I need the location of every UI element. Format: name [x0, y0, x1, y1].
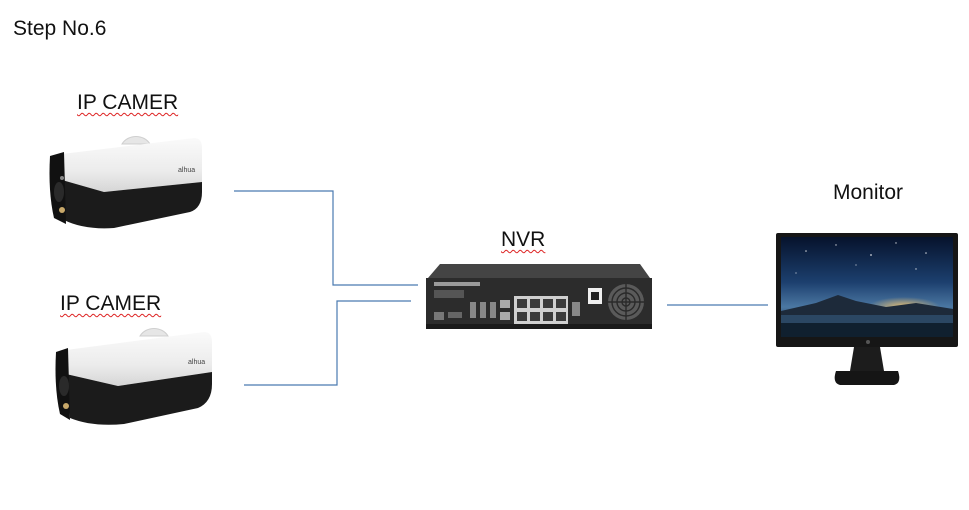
step-title: Step No.6	[13, 17, 107, 40]
ip-camera-top-image: alhua	[49, 136, 202, 229]
camera-bottom-brand: alhua	[188, 359, 205, 366]
camera-top-brand: alhua	[178, 167, 195, 174]
nvr-image	[426, 264, 652, 329]
connector-camera-bottom-nvr	[244, 300, 411, 386]
ip-camera-bottom-image: alhua	[55, 328, 212, 425]
monitor-label: Monitor	[833, 181, 904, 204]
camera-bottom-label: IP CAMER	[60, 292, 162, 315]
camera-top-label: IP CAMER	[77, 91, 179, 114]
monitor-image	[776, 233, 958, 385]
nvr-label: NVR	[501, 228, 546, 251]
connector-camera-top-nvr	[234, 190, 418, 286]
